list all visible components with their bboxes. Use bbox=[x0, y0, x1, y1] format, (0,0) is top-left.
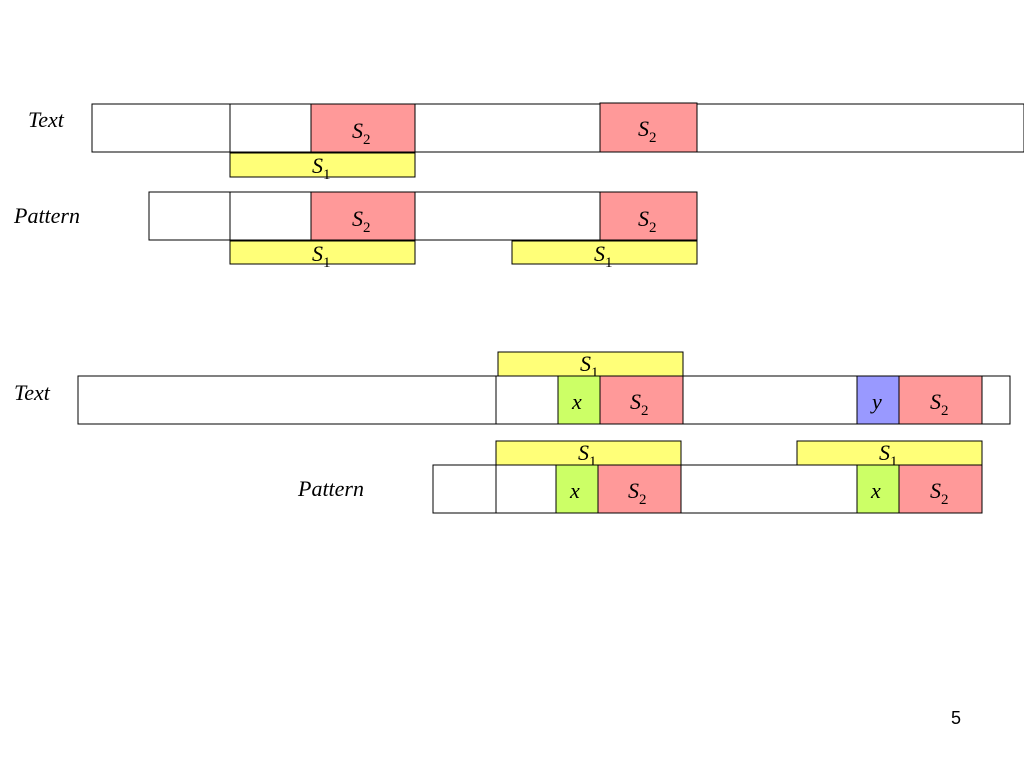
y-block bbox=[856, 375, 900, 425]
text-bar-bottom-white-cell bbox=[495, 375, 559, 425]
s1-block bbox=[796, 440, 983, 466]
s1-label: S1 bbox=[879, 440, 898, 470]
s2-block bbox=[599, 191, 698, 241]
page-number: 5 bbox=[951, 708, 961, 728]
text-label-top: Text bbox=[28, 107, 65, 132]
s2-block bbox=[898, 375, 983, 425]
x-block bbox=[856, 464, 900, 514]
s1-block bbox=[229, 240, 416, 265]
s1-label: S1 bbox=[580, 351, 599, 381]
s1-label: S1 bbox=[594, 241, 613, 271]
s1-block bbox=[511, 240, 698, 265]
s1-block bbox=[229, 152, 416, 178]
s1-label: S1 bbox=[312, 153, 331, 183]
pattern-label-bottom: Pattern bbox=[297, 476, 364, 501]
s2-label: S2 bbox=[930, 478, 949, 508]
x-block bbox=[557, 375, 601, 425]
pattern-bar-bottom: x S2 x S2 bbox=[432, 464, 983, 514]
s2-block bbox=[898, 464, 983, 514]
s2-block bbox=[597, 464, 682, 514]
text-bar-bottom: x S2 y S2 bbox=[77, 375, 1011, 425]
s2-label: S2 bbox=[628, 478, 647, 508]
s2-label: S2 bbox=[352, 118, 371, 148]
s2-label: S2 bbox=[630, 389, 649, 419]
pattern-bar-bottom-white-cell bbox=[495, 464, 557, 514]
s2-block bbox=[599, 102, 698, 153]
y-label: y bbox=[870, 389, 882, 414]
s2-block bbox=[310, 191, 416, 241]
text-label-bottom: Text bbox=[14, 380, 51, 405]
pattern-label-top: Pattern bbox=[13, 203, 80, 228]
s1-block bbox=[495, 440, 682, 466]
s1-label: S1 bbox=[578, 440, 597, 470]
x-block bbox=[555, 464, 599, 514]
x-label: x bbox=[571, 389, 582, 414]
text-bar-top-white-cell bbox=[229, 103, 312, 153]
pattern-bar-top: S2 S2 bbox=[148, 191, 698, 241]
x-label: x bbox=[569, 478, 580, 503]
s2-label: S2 bbox=[638, 206, 657, 236]
s1-label: S1 bbox=[312, 241, 331, 271]
x-label: x bbox=[870, 478, 881, 503]
s2-block bbox=[310, 103, 416, 153]
text-bar-top: S2 S2 bbox=[91, 102, 1024, 153]
s2-label: S2 bbox=[352, 206, 371, 236]
s2-label: S2 bbox=[930, 389, 949, 419]
s2-block bbox=[599, 375, 684, 425]
s2-label: S2 bbox=[638, 116, 657, 146]
pattern-bar-top-white-cell bbox=[229, 191, 312, 241]
